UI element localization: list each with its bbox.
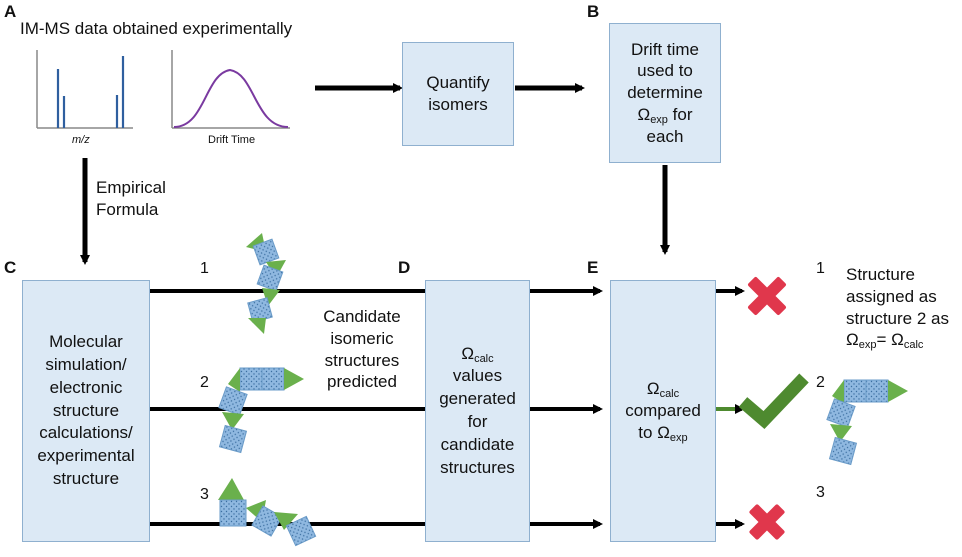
compared-to: to xyxy=(638,422,658,442)
sim-line-6: experimental xyxy=(37,446,135,466)
candidate-line-2: isomeric xyxy=(330,328,394,348)
omega-symbol: Ω xyxy=(637,104,651,124)
result-number-2: 2 xyxy=(816,374,825,391)
molecule-3-structure xyxy=(218,478,317,547)
omega-symbol: Ω xyxy=(657,422,670,442)
drift-time-axis-label: Drift Time xyxy=(208,134,256,146)
candidate-number-3: 3 xyxy=(200,486,209,503)
equals-sign: = xyxy=(876,330,892,350)
assigned-line-2: assigned as xyxy=(846,286,937,306)
omega-subscript: exp xyxy=(669,431,688,444)
empirical-line-1: Empirical xyxy=(96,178,166,197)
sim-line-3: electronic xyxy=(49,377,123,397)
candidate-structures-label: Candidate isomeric structures predicted xyxy=(322,306,402,393)
calc-line-5: structures xyxy=(440,457,515,477)
drift-time-profile xyxy=(171,50,290,129)
omega-symbol: Ω xyxy=(846,330,859,350)
drift-line-5: each xyxy=(646,126,684,146)
molecule-2-structure xyxy=(218,367,304,454)
candidate-line-4: predicted xyxy=(327,372,397,392)
drift-line-1: Drift time xyxy=(630,39,699,59)
drift-for: for xyxy=(667,104,693,124)
panel-letter-a: A xyxy=(4,2,17,21)
mz-axis-label: m/z xyxy=(72,134,90,146)
panel-letter-e: E xyxy=(587,258,599,277)
simulation-box: Molecular simulation/ electronic structu… xyxy=(22,280,150,542)
calc-line-3: for xyxy=(467,412,488,431)
sim-line-2: simulation/ xyxy=(45,355,127,375)
candidate-line-3: structures xyxy=(324,350,400,370)
sim-line-4: structure xyxy=(52,400,120,420)
mass-spectrum xyxy=(36,50,133,129)
structure-assigned-label: Structure assigned as structure 2 as Ωex… xyxy=(846,264,949,351)
quantify-line-2: isomers xyxy=(428,95,488,114)
assigned-line-3: structure 2 as xyxy=(846,308,949,328)
omega-subscript: calc xyxy=(903,339,924,352)
empirical-line-2: Formula xyxy=(96,199,159,219)
candidate-number-2: 2 xyxy=(200,374,209,391)
panel-letter-c: C xyxy=(4,258,17,277)
cross-icon xyxy=(748,277,786,315)
sim-line-5: calculations/ xyxy=(39,423,133,443)
quantify-line-1: Quantify xyxy=(426,73,490,93)
candidate-number-1: 1 xyxy=(200,260,209,277)
omega-symbol: Ω xyxy=(891,330,904,350)
panel-letter-d: D xyxy=(398,258,411,277)
omega-symbol: Ω xyxy=(461,343,475,363)
drift-line-3: determine xyxy=(627,83,703,103)
candidate-line-1: Candidate xyxy=(323,307,401,326)
calc-line-1: values xyxy=(452,366,503,386)
result-number-1: 1 xyxy=(816,260,825,277)
omega-subscript: exp xyxy=(650,113,668,126)
calc-line-4: candidate xyxy=(440,434,515,454)
omega-subscript: calc xyxy=(659,388,680,401)
omega-calc-box: Ωcalc values generated for candidate str… xyxy=(425,280,530,542)
empirical-formula-label: Empirical Formula xyxy=(96,177,166,221)
omega-symbol: Ω xyxy=(646,379,660,399)
sim-line-7: structure xyxy=(52,468,120,488)
panel-letter-b: B xyxy=(587,2,600,21)
assigned-structure xyxy=(826,379,908,466)
check-icon xyxy=(738,373,809,429)
calc-line-2: generated xyxy=(439,389,516,409)
result-number-3: 3 xyxy=(816,484,825,501)
omega-subscript: calc xyxy=(474,352,494,365)
cross-icon xyxy=(749,504,785,540)
im-ms-title: IM-MS data obtained experimentally xyxy=(20,19,293,38)
assigned-line-1: Structure xyxy=(846,265,915,284)
drift-time-box: Drift time used to determine Ωexp for ea… xyxy=(609,23,721,163)
molecule-1-structure xyxy=(246,233,286,334)
sim-line-1: Molecular xyxy=(49,332,123,352)
omega-subscript: exp xyxy=(858,339,877,352)
comparison-box: Ωcalc compared to Ωexp xyxy=(610,280,716,542)
compared-line: compared xyxy=(625,401,701,421)
drift-line-2: used to xyxy=(637,61,693,81)
quantify-isomers-box: Quantify isomers xyxy=(402,42,514,146)
